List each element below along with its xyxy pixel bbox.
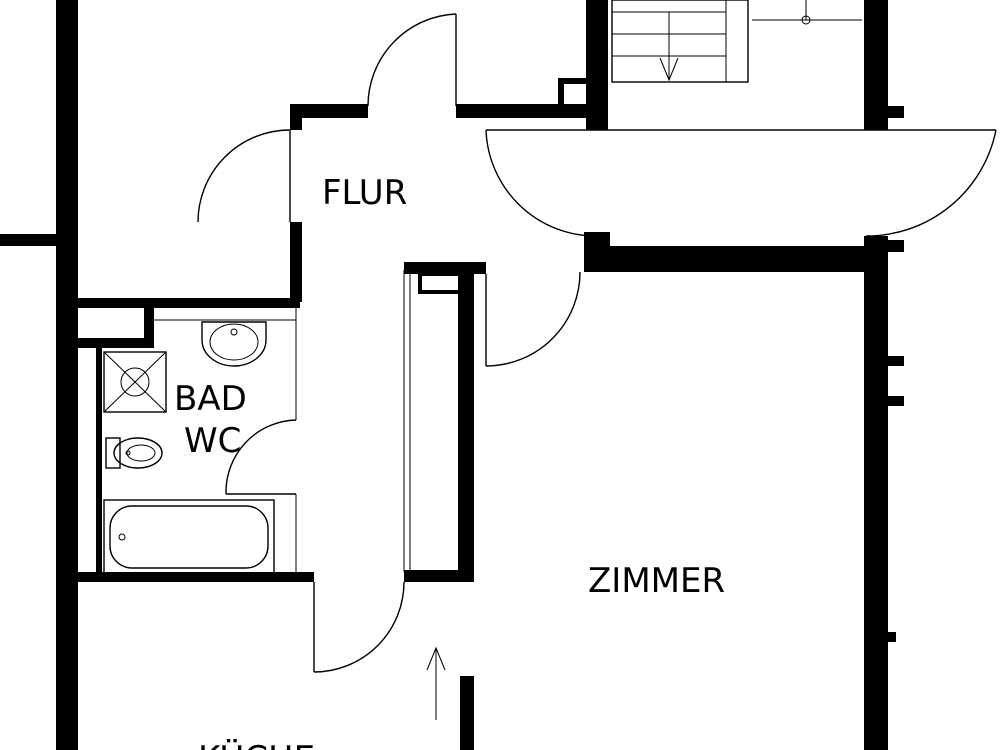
bad-west-partition bbox=[96, 348, 102, 580]
zimmer-north-jamb bbox=[584, 232, 610, 272]
bathtub-icon bbox=[103, 499, 275, 575]
flur-north-wall-return bbox=[290, 104, 302, 130]
cupboard-niche-bottom bbox=[418, 290, 458, 294]
cupboard-niche-side bbox=[418, 272, 422, 294]
door-flur-west bbox=[197, 129, 291, 223]
bad-south-wall bbox=[78, 572, 314, 582]
partitions bbox=[154, 270, 411, 574]
shaft-box-east bbox=[144, 298, 154, 348]
zimmer-west-stub bbox=[460, 676, 474, 750]
flur-west-wall bbox=[290, 222, 302, 302]
toilet-icon bbox=[105, 437, 163, 469]
stair-niche-outline bbox=[558, 78, 588, 84]
room-label-bad: BAD bbox=[174, 379, 247, 419]
room-label-zimmer: ZIMMER bbox=[588, 561, 725, 601]
room-label-kueche: KÜCHE bbox=[198, 738, 315, 750]
stair-east-wall bbox=[864, 0, 888, 130]
cupboard-east-wall bbox=[458, 262, 474, 580]
stair-west-wall bbox=[586, 0, 608, 130]
doors bbox=[197, 13, 997, 720]
stair-outline bbox=[611, 0, 749, 83]
west-wall-stub bbox=[0, 234, 58, 246]
cupboard-south-wall bbox=[404, 570, 474, 582]
flur-north-wall-right bbox=[456, 104, 588, 118]
walls bbox=[0, 0, 904, 750]
washbasin-icon bbox=[201, 321, 267, 367]
room-label-wc: WC bbox=[184, 421, 241, 461]
east-window-jamb-5 bbox=[886, 632, 896, 642]
staircase bbox=[611, 0, 862, 83]
room-labels: FLUR BAD WC ZIMMER KÜCHE bbox=[174, 173, 725, 750]
stair-arrow-head bbox=[659, 57, 679, 82]
bad-north-wall bbox=[78, 298, 300, 308]
east-window-jamb-3 bbox=[886, 356, 904, 366]
door-bad bbox=[225, 419, 297, 495]
zimmer-north-wall bbox=[584, 246, 874, 272]
door-zimmer bbox=[485, 271, 581, 367]
stair-handrail-knob bbox=[801, 15, 811, 25]
stair-niche-side bbox=[558, 78, 564, 106]
east-exterior-wall bbox=[864, 236, 888, 750]
door-kueche bbox=[313, 581, 405, 673]
east-window-jamb-1 bbox=[886, 106, 904, 118]
door-flur-east-double bbox=[485, 129, 997, 237]
shower-tray-icon bbox=[103, 351, 167, 413]
west-exterior-wall bbox=[56, 0, 78, 750]
door-flur-north bbox=[367, 13, 457, 107]
fixtures bbox=[103, 321, 275, 575]
shaft-box-south bbox=[78, 338, 154, 348]
cupboard-niche-top bbox=[418, 272, 458, 276]
flur-north-wall-left bbox=[290, 104, 368, 118]
east-window-jamb-2 bbox=[886, 240, 904, 252]
east-window-jamb-4 bbox=[886, 396, 904, 406]
entrance-arrow-icon bbox=[426, 646, 446, 720]
room-label-flur: FLUR bbox=[322, 173, 407, 213]
